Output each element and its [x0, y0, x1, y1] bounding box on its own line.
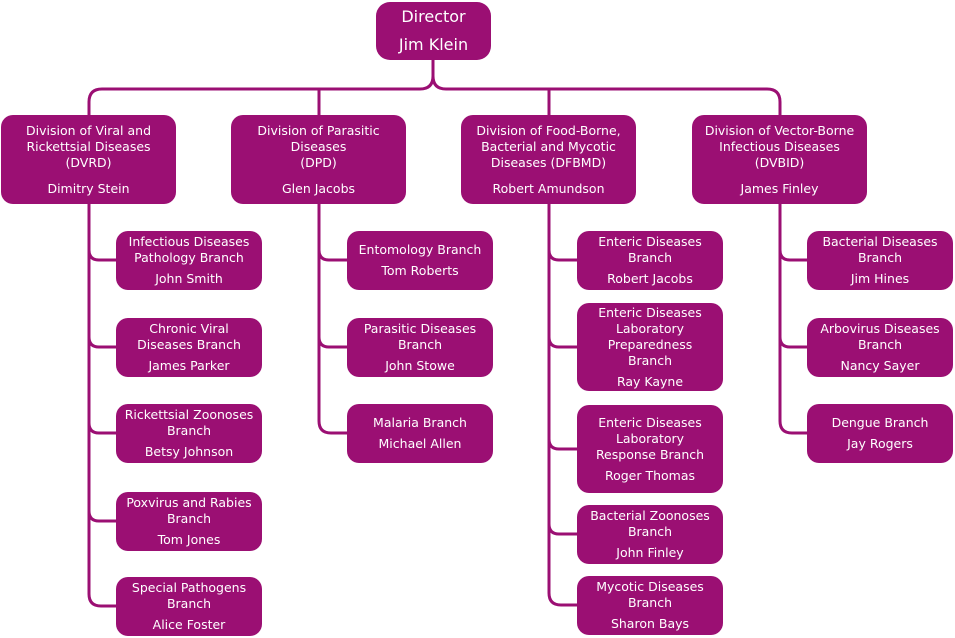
director-box: Director Jim Klein: [376, 2, 491, 60]
branch-title: Mycotic Diseases Branch: [596, 579, 704, 610]
branch-head: Tom Roberts: [381, 263, 459, 278]
branch-box: Enteric Diseases Laboratory Preparedness…: [577, 303, 723, 391]
branch-box: Parasitic Diseases Branch John Stowe: [347, 318, 493, 377]
division-title: Division of Vector-Borne Infectious Dise…: [704, 122, 855, 170]
connector-spine: [317, 204, 347, 435]
division-head: Dimitry Stein: [47, 180, 130, 196]
connector-branch: [87, 336, 116, 349]
branch-head: Roger Thomas: [604, 467, 696, 483]
connector-spine: [87, 204, 116, 608]
connector-branch: [317, 249, 347, 262]
branch-box: Mycotic Diseases Branch Sharon Bays: [577, 576, 723, 635]
branch-head: John Smith: [155, 271, 223, 286]
branch-head: Betsy Johnson: [144, 444, 234, 459]
division-box-dfbmd: Division of Food-Borne, Bacterial and My…: [461, 115, 636, 204]
branch-box: Poxvirus and Rabies Branch Tom Jones: [116, 492, 262, 551]
branch-title: Bacterial Zoonoses Branch: [590, 508, 710, 539]
division-head: Glen Jacobs: [281, 180, 356, 196]
branch-box: Malaria Branch Michael Allen: [347, 404, 493, 463]
branch-box: Rickettsial Zoonoses Branch Betsy Johnso…: [116, 404, 262, 463]
branch-box: Arbovirus Diseases Branch Nancy Sayer: [807, 318, 953, 377]
branch-title: Special Pathogens Branch: [131, 580, 247, 611]
connector-branch: [87, 510, 116, 523]
director-title: Director: [401, 7, 466, 26]
branch-title: Enteric Diseases Laboratory Preparedness…: [598, 304, 702, 368]
connector-branch: [547, 438, 577, 451]
branch-title: Enteric Diseases Branch: [598, 234, 702, 265]
division-title: Division of Viral and Rickettsial Diseas…: [25, 122, 152, 170]
connector-spine: [778, 204, 807, 435]
connector-branch: [547, 336, 577, 349]
branch-title: Infectious Diseases Pathology Branch: [128, 234, 250, 265]
division-box-dpd: Division of Parasitic Diseases (DPD) Gle…: [231, 115, 406, 204]
branch-head: Alice Foster: [152, 617, 226, 632]
division-title: Division of Parasitic Diseases (DPD): [257, 122, 380, 170]
connector-branch: [778, 336, 807, 349]
branch-box: Enteric Diseases Laboratory Response Bra…: [577, 405, 723, 493]
division-box-dvbid: Division of Vector-Borne Infectious Dise…: [692, 115, 867, 204]
director-name: Jim Klein: [398, 35, 469, 54]
branch-title: Rickettsial Zoonoses Branch: [124, 407, 254, 438]
connector-branch: [87, 249, 116, 262]
connector-director-left: [87, 60, 435, 115]
branch-head: John Finley: [616, 545, 684, 560]
branch-box: Dengue Branch Jay Rogers: [807, 404, 953, 463]
branch-head: Robert Jacobs: [607, 271, 693, 286]
branch-title: Enteric Diseases Laboratory Response Bra…: [595, 414, 705, 462]
branch-title: Poxvirus and Rabies Branch: [126, 495, 252, 526]
connector-branch: [547, 249, 577, 262]
branch-head: Nancy Sayer: [840, 358, 920, 373]
division-head: Robert Amundson: [492, 180, 605, 196]
branch-title: Entomology Branch: [358, 242, 482, 257]
branch-head: Ray Kayne: [616, 373, 684, 389]
branch-box: Infectious Diseases Pathology Branch Joh…: [116, 231, 262, 290]
branch-head: Jim Hines: [850, 271, 910, 286]
connector-spine: [547, 204, 577, 607]
branch-box: Enteric Diseases Branch Robert Jacobs: [577, 231, 723, 290]
branch-head: Tom Jones: [157, 532, 221, 547]
branch-head: Jay Rogers: [847, 436, 913, 451]
branch-title: Parasitic Diseases Branch: [363, 321, 477, 352]
connector-branch: [317, 336, 347, 349]
division-title: Division of Food-Borne, Bacterial and My…: [476, 122, 621, 170]
connector-director-right: [431, 75, 782, 115]
connector-branch: [778, 249, 807, 262]
branch-title: Arbovirus Diseases Branch: [820, 321, 940, 352]
branch-title: Bacterial Diseases Branch: [822, 234, 938, 265]
division-box-dvrd: Division of Viral and Rickettsial Diseas…: [1, 115, 176, 204]
branch-title: Chronic Viral Diseases Branch: [137, 321, 241, 352]
connector-branch: [87, 422, 116, 435]
branch-box: Entomology Branch Tom Roberts: [347, 231, 493, 290]
branch-title: Dengue Branch: [831, 415, 929, 430]
branch-head: James Parker: [148, 358, 230, 373]
branch-head: Sharon Bays: [610, 616, 690, 631]
branch-box: Special Pathogens Branch Alice Foster: [116, 577, 262, 636]
branch-box: Bacterial Diseases Branch Jim Hines: [807, 231, 953, 290]
branch-title: Malaria Branch: [373, 415, 467, 430]
branch-box: Chronic Viral Diseases Branch James Park…: [116, 318, 262, 377]
branch-box: Bacterial Zoonoses Branch John Finley: [577, 505, 723, 564]
division-head: James Finley: [740, 180, 819, 196]
branch-head: John Stowe: [385, 358, 455, 373]
connector-branch: [547, 523, 577, 536]
branch-head: Michael Allen: [378, 436, 462, 451]
